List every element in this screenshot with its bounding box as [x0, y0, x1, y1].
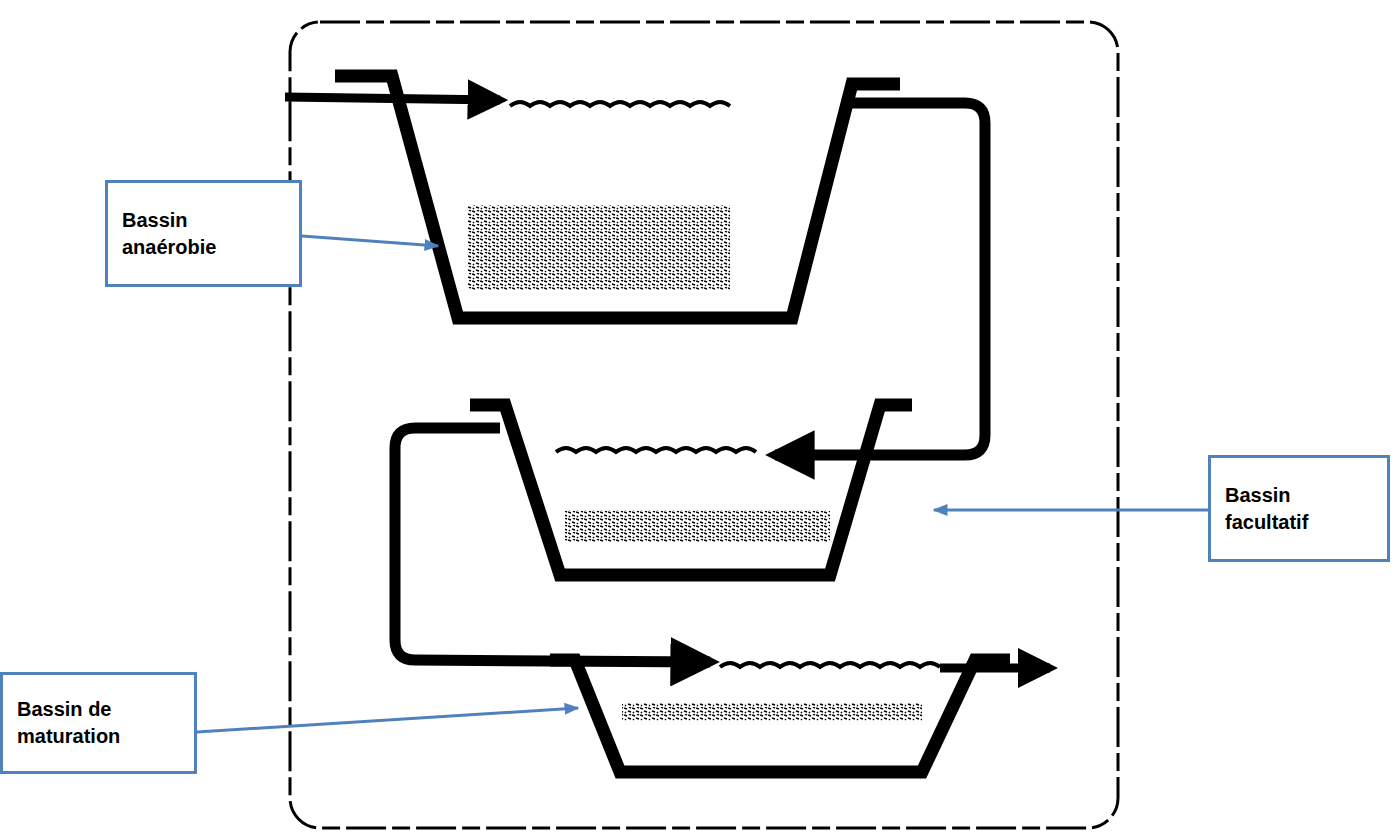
label-text: Bassin facultatif — [1225, 482, 1355, 536]
label-text: Bassin anaérobie — [122, 207, 252, 261]
leader-arrow — [302, 236, 438, 246]
anaerobic-basin — [285, 76, 900, 318]
label-text: Bassin de maturation — [17, 696, 147, 750]
facultative-basin — [470, 405, 912, 575]
label-box: Bassin de maturation — [0, 672, 197, 774]
flow-pipe — [395, 428, 710, 662]
label-box: Bassin facultatif — [1208, 455, 1390, 562]
maturation-basin — [550, 660, 1050, 772]
leader-arrow — [197, 708, 578, 732]
leader-arrow — [934, 509, 1208, 512]
label-box: Bassin anaérobie — [105, 180, 302, 287]
frame — [290, 22, 1118, 828]
